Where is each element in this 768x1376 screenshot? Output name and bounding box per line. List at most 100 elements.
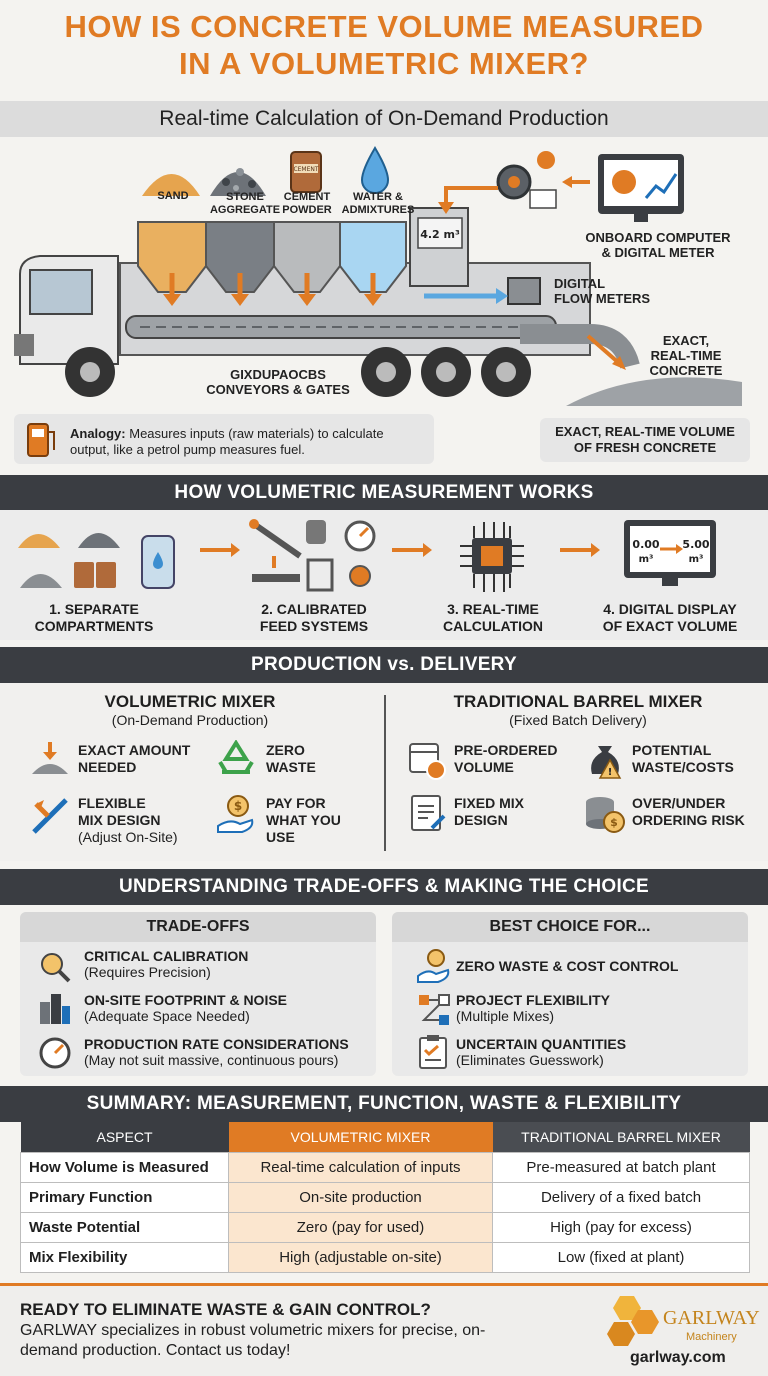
coin-hand-icon xyxy=(417,949,450,983)
sand-pile-icon xyxy=(142,174,200,196)
display-from-value: 0.00 xyxy=(632,538,659,551)
table-cell: Mix Flexibility xyxy=(20,1241,229,1273)
step-arrow-2 xyxy=(392,543,432,557)
hero-illustration: CEMENT 4.2 m³ xyxy=(14,146,742,406)
money-bag-warning-icon: ! xyxy=(591,746,622,779)
gauge-icon xyxy=(39,1037,71,1069)
display-to-value: 5.00 xyxy=(682,538,709,551)
best-uncertain-quantities: UNCERTAIN QUANTITIES(Eliminates Guesswor… xyxy=(456,1036,627,1068)
traditional-heading: TRADITIONAL BARREL MIXER xyxy=(453,692,703,711)
label-water-admixtures: WATER &ADMIXTURES xyxy=(341,191,415,216)
coin-stack-icon: $ xyxy=(586,797,625,833)
stone-pile-icon xyxy=(210,168,266,196)
step-arrow-3 xyxy=(560,543,600,557)
label-onboard-computer: ONBOARD COMPUTER& DIGITAL METER xyxy=(585,230,731,260)
network-nodes-icon xyxy=(419,994,450,1025)
footer: READY TO ELIMINATE WASTE & GAIN CONTROL?… xyxy=(0,1283,768,1376)
hoppers xyxy=(137,221,407,293)
exact-amount-icon xyxy=(32,742,68,774)
pay-hand-icon: $ xyxy=(217,795,254,833)
best-zero-waste: ZERO WASTE & COST CONTROL xyxy=(456,958,679,974)
recycle-icon xyxy=(218,740,254,774)
table-cell: High (adjustable on-site) xyxy=(228,1241,493,1273)
water-drop-icon xyxy=(360,146,390,194)
svg-text:!: ! xyxy=(608,767,613,778)
footer-heading: READY TO ELIMINATE WASTE & GAIN CONTROL? xyxy=(20,1300,431,1319)
garlway-logo-icon xyxy=(607,1296,659,1346)
best-choice-heading: BEST CHOICE FOR... xyxy=(392,912,748,942)
page-title: HOW IS CONCRETE VOLUME MEASURED IN A VOL… xyxy=(0,8,768,82)
page-title-line1: HOW IS CONCRETE VOLUME MEASURED xyxy=(64,9,704,44)
table-cell: Primary Function xyxy=(20,1181,229,1213)
volumetric-heading: VOLUMETRIC MIXER xyxy=(104,692,276,711)
table-row: How Volume is Measured Real-time calcula… xyxy=(20,1151,750,1183)
best-flexibility: PROJECT FLEXIBILITY(Multiple Mixes) xyxy=(456,992,611,1024)
table-cell: Waste Potential xyxy=(20,1211,229,1243)
fuel-pump-icon xyxy=(27,423,55,457)
page-title-line2: IN A VOLUMETRIC MIXER? xyxy=(179,46,589,81)
column-divider xyxy=(384,695,386,851)
table-cell: Pre-measured at batch plant xyxy=(492,1151,750,1183)
table-row: Mix Flexibility High (adjustable on-site… xyxy=(20,1241,750,1273)
table-cell: Low (fixed at plant) xyxy=(492,1241,750,1273)
tradeoff-footprint: ON-SITE FOOTPRINT & NOISE(Adequate Space… xyxy=(84,992,288,1024)
cement-bag-text: CEMENT xyxy=(293,166,318,173)
summary-header-row: ASPECT VOLUMETRIC MIXER TRADITIONAL BARR… xyxy=(20,1122,750,1152)
table-cell: How Volume is Measured xyxy=(20,1151,229,1183)
tradeoffs-panel: TRADE-OFFS CRITICAL CALIBRATION(Requires… xyxy=(20,912,376,1076)
step3-cpu-chip-icon xyxy=(460,522,524,592)
display-from-unit: m³ xyxy=(639,554,654,565)
gears-icon xyxy=(496,151,557,209)
table-cell: Delivery of a fixed batch xyxy=(492,1181,750,1213)
analogy-text: Analogy: Measures inputs (raw materials)… xyxy=(70,426,384,457)
step-arrow-1 xyxy=(200,543,240,557)
table-row: Primary Function On-site production Deli… xyxy=(20,1181,750,1213)
website-link[interactable]: garlway.com xyxy=(630,1349,726,1366)
step4-digital-display-icon: 0.00 m³ 5.00 m³ xyxy=(624,520,716,586)
tradeoffs-heading: TRADE-OFFS xyxy=(20,912,376,942)
analogy-box: Analogy: Measures inputs (raw materials)… xyxy=(14,414,434,464)
header-aspect: ASPECT xyxy=(20,1122,229,1152)
fixed-design-document-icon xyxy=(411,795,446,831)
traditional-subheading: (Fixed Batch Delivery) xyxy=(509,712,647,728)
label-sand: SAND xyxy=(157,190,189,202)
logo-subtitle: Machinery xyxy=(686,1331,737,1343)
calendar-clock-icon xyxy=(409,743,446,780)
table-cell: Zero (pay for used) xyxy=(228,1211,493,1243)
logo-name: GARLWAY xyxy=(663,1307,760,1329)
svg-text:$: $ xyxy=(610,816,618,829)
cement-bag-icon: CEMENT xyxy=(290,151,322,193)
tradeoff-production-rate: PRODUCTION RATE CONSIDERATIONS(May not s… xyxy=(84,1036,349,1068)
magnifier-coin-icon xyxy=(41,953,71,983)
flexible-mix-icon xyxy=(32,798,68,834)
display-to-unit: m³ xyxy=(689,554,704,565)
subtitle-bar: Real-time Calculation of On-Demand Produ… xyxy=(0,101,768,137)
svg-text:$: $ xyxy=(234,799,242,813)
table-cell: On-site production xyxy=(228,1181,493,1213)
footer-text: GARLWAY specializes in robust volumetric… xyxy=(20,1322,486,1359)
section-title-tradeoffs: UNDERSTANDING TRADE-OFFS & MAKING THE CH… xyxy=(0,869,768,905)
buildings-icon xyxy=(40,994,70,1024)
meter-reading: 4.2 m³ xyxy=(420,228,460,241)
header-volumetric: VOLUMETRIC MIXER xyxy=(228,1122,493,1152)
section-title-summary: SUMMARY: MEASUREMENT, FUNCTION, WASTE & … xyxy=(0,1086,768,1122)
tradeoff-calibration: CRITICAL CALIBRATION(Requires Precision) xyxy=(84,948,249,980)
